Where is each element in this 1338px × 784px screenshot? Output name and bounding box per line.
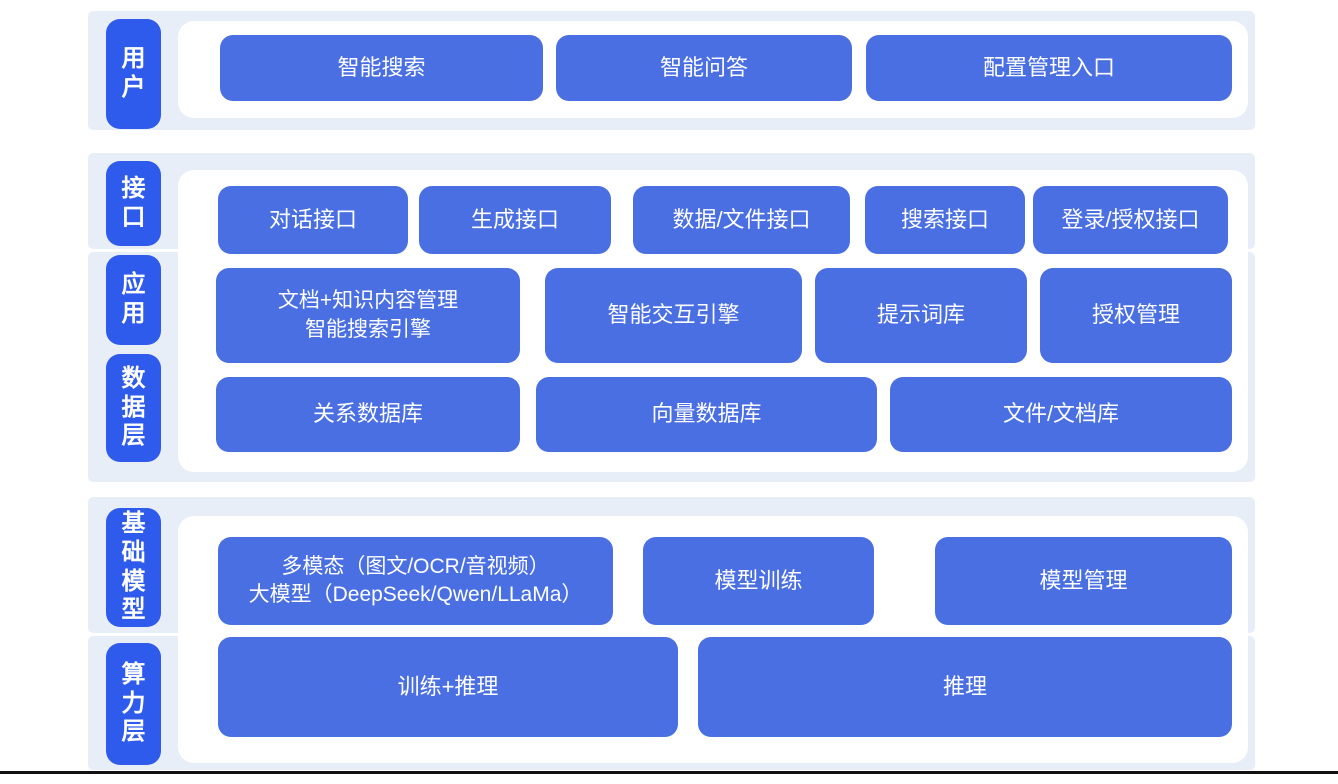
layer-label-base-model: 基础模型 (106, 508, 161, 627)
box-smart-interaction-engine: 智能交互引擎 (545, 268, 802, 363)
layer-label-application-text: 应用 (121, 271, 146, 327)
box-smart-search: 智能搜索 (220, 35, 543, 101)
box-doc-knowledge-search-engine: 文档+知识内容管理 智能搜索引擎 (216, 268, 520, 363)
box-config-management-entry: 配置管理入口 (866, 35, 1232, 101)
box-search-api: 搜索接口 (865, 186, 1025, 254)
box-model-training: 模型训练 (643, 537, 874, 625)
layer-label-interface-text: 接口 (121, 174, 146, 231)
box-data-file-api: 数据/文件接口 (633, 186, 850, 254)
layer-label-user: 用户 (106, 19, 161, 129)
box-training-plus-inference: 训练+推理 (218, 637, 678, 737)
layer-label-compute: 算力层 (106, 643, 161, 765)
layer-label-user-text: 用户 (121, 45, 146, 101)
box-model-management: 模型管理 (935, 537, 1232, 625)
box-dialog-api: 对话接口 (218, 186, 408, 254)
layer-label-data: 数据层 (106, 354, 161, 462)
layer-label-data-text: 数据层 (121, 364, 146, 450)
layer-label-compute-text: 算力层 (121, 660, 146, 746)
box-prompt-library: 提示词库 (815, 268, 1027, 363)
layer-label-interface: 接口 (106, 161, 161, 246)
box-authorization-management: 授权管理 (1040, 268, 1232, 363)
box-inference: 推理 (698, 637, 1232, 737)
box-multimodal-large-model: 多模态（图文/OCR/音视频） 大模型（DeepSeek/Qwen/LLaMa） (218, 537, 613, 625)
box-generation-api: 生成接口 (419, 186, 611, 254)
layer-label-base-model-text: 基础模型 (121, 509, 146, 624)
box-smart-qa: 智能问答 (556, 35, 852, 101)
box-vector-database: 向量数据库 (536, 377, 877, 452)
box-file-document-store: 文件/文档库 (890, 377, 1232, 452)
box-login-auth-api: 登录/授权接口 (1033, 186, 1228, 254)
box-relational-database: 关系数据库 (216, 377, 520, 452)
bottom-border-line (0, 771, 1338, 774)
layer-label-application: 应用 (106, 255, 161, 345)
